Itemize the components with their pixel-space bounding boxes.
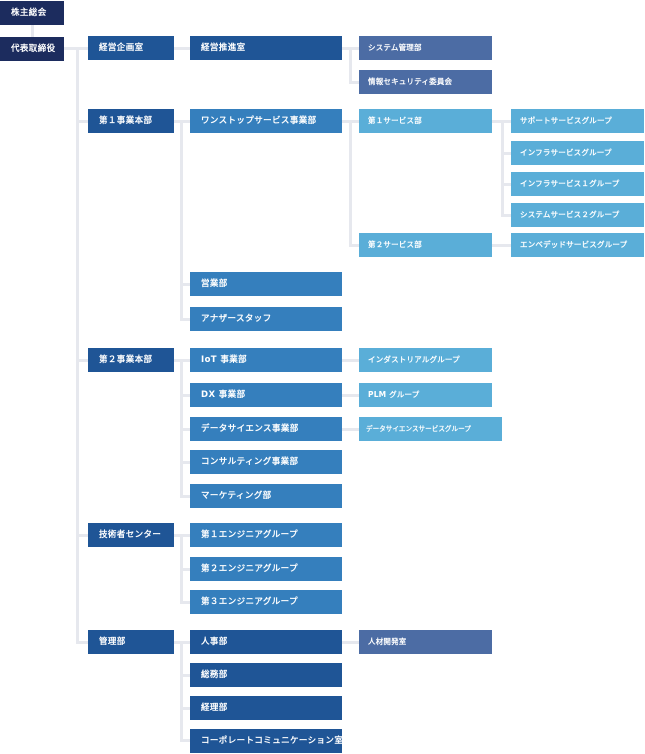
- unit-system-management: システム管理部: [359, 36, 492, 60]
- connector-line: [180, 568, 190, 571]
- dept-one-stop-service: ワンストップサービス事業部: [190, 109, 342, 133]
- connector-line: [342, 641, 359, 644]
- connector-line: [501, 183, 511, 186]
- group-infra-service: インフラサービスグループ: [511, 141, 644, 165]
- dept-accounting: 経理部: [190, 696, 342, 720]
- group-infra-service-1: インフラサービス１グループ: [511, 172, 644, 196]
- unit-industrial-group: インダストリアルグループ: [359, 348, 492, 372]
- connector-line: [342, 359, 359, 362]
- connector-line: [180, 283, 190, 286]
- unit-info-security-committee: 情報セキュリティ委員会: [359, 70, 492, 94]
- unit-service-2: 第２サービス部: [359, 233, 492, 257]
- division-business-1: 第１事業本部: [88, 109, 174, 133]
- division-administration: 管理部: [88, 630, 174, 654]
- connector-line: [501, 152, 511, 155]
- representative-director: 代表取締役: [0, 37, 64, 61]
- dept-marketing: マーケティング部: [190, 484, 342, 508]
- division-business-2: 第２事業本部: [88, 348, 174, 372]
- connector-line: [76, 120, 88, 123]
- division-engineer-center: 技術者センター: [88, 523, 174, 547]
- connector-line: [76, 534, 88, 537]
- shareholders-meeting: 株主総会: [0, 1, 64, 25]
- connector-line: [349, 47, 352, 83]
- unit-service-1: 第１サービス部: [359, 109, 492, 133]
- connector-line: [180, 601, 190, 604]
- connector-line: [349, 244, 359, 247]
- group-support-service: サポートサービスグループ: [511, 109, 644, 133]
- unit-hr-development: 人材開発室: [359, 630, 492, 654]
- connector-line: [180, 674, 190, 677]
- dept-sales: 営業部: [190, 272, 342, 296]
- connector-line: [180, 394, 190, 397]
- group-system-service-2: システムサービス２グループ: [511, 203, 644, 227]
- connector-line: [180, 461, 190, 464]
- connector-line: [31, 24, 34, 39]
- unit-data-science-service-group: データサイエンスサービスグループ: [359, 417, 502, 441]
- connector-line: [501, 214, 511, 217]
- connector-line: [342, 394, 359, 397]
- connector-line: [180, 739, 190, 742]
- connector-line: [180, 428, 190, 431]
- connector-line: [180, 318, 190, 321]
- connector-line: [76, 641, 88, 644]
- connector-line: [180, 120, 183, 321]
- connector-line: [76, 359, 88, 362]
- connector-line: [180, 495, 190, 498]
- dept-engineer-group-1: 第１エンジニアグループ: [190, 523, 342, 547]
- connector-line: [349, 81, 359, 84]
- connector-line: [349, 120, 352, 247]
- dept-iot: IoT 事業部: [190, 348, 342, 372]
- connector-line: [180, 641, 183, 741]
- connector-line: [501, 120, 504, 217]
- dept-data-science: データサイエンス事業部: [190, 417, 342, 441]
- dept-engineer-group-3: 第３エンジニアグループ: [190, 590, 342, 614]
- connector-line: [180, 707, 190, 710]
- dept-another-staff: アナザースタッフ: [190, 307, 342, 331]
- dept-general-affairs: 総務部: [190, 663, 342, 687]
- division-corporate-planning: 経営企画室: [88, 36, 174, 60]
- connector-line: [342, 428, 359, 431]
- dept-consulting: コンサルティング事業部: [190, 450, 342, 474]
- dept-engineer-group-2: 第２エンジニアグループ: [190, 557, 342, 581]
- unit-plm-group: PLM グループ: [359, 383, 492, 407]
- dept-dx: DX 事業部: [190, 383, 342, 407]
- dept-management-promotion: 経営推進室: [190, 36, 342, 60]
- dept-human-resources: 人事部: [190, 630, 342, 654]
- connector-line: [76, 47, 79, 643]
- connector-line: [492, 244, 511, 247]
- dept-corporate-communication: コーポレートコミュニケーション室: [190, 729, 342, 753]
- connector-line: [174, 47, 190, 50]
- group-embedded-service: エンベデッドサービスグループ: [511, 233, 644, 257]
